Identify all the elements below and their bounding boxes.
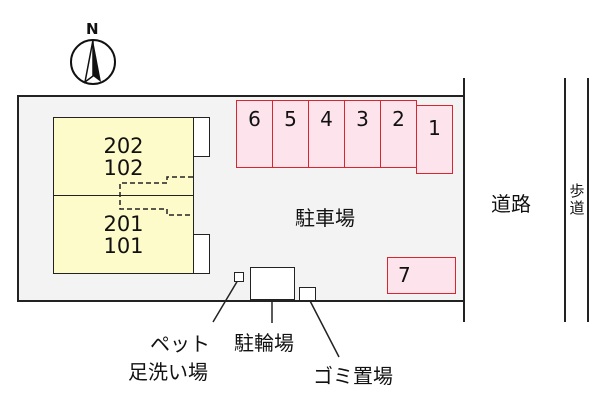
compass-north-label: N <box>86 20 99 38</box>
parking-spot-3: 3 <box>344 100 381 168</box>
bicycle-parking <box>250 267 295 300</box>
leader-line-garbage <box>306 294 340 358</box>
parking-spot-6: 6 <box>236 100 273 168</box>
sidewalk-edge-line <box>564 78 566 322</box>
garbage-area <box>299 287 316 301</box>
unit-number: 201 <box>103 211 144 236</box>
road-label: 道路 <box>491 192 531 216</box>
road-edge-line <box>463 78 465 322</box>
parking-spot-7: 7 <box>387 257 456 294</box>
leader-line-pet <box>212 279 239 323</box>
sidewalk-label: 歩 道 <box>569 182 585 217</box>
pet-wash-label-line2: 足洗い場 <box>128 360 208 384</box>
parking-spot-5: 5 <box>272 100 309 168</box>
compass-arrow-icon <box>70 39 116 85</box>
pet-wash-area <box>234 272 244 282</box>
sidewalk-edge-line <box>587 78 589 322</box>
parking-spot-4: 4 <box>308 100 345 168</box>
compass: N <box>68 20 118 86</box>
unit-number: 102 <box>103 155 144 180</box>
parking-spot-2: 2 <box>380 100 417 168</box>
bicycle-label: 駐輪場 <box>234 331 294 355</box>
unit-number: 202 <box>103 133 144 158</box>
garbage-label: ゴミ置場 <box>313 364 393 388</box>
parking-spot-1: 1 <box>416 105 453 174</box>
unit-number: 101 <box>103 233 144 258</box>
building-unit-lower: 201 101 <box>53 195 194 274</box>
pet-wash-label-line1: ペット <box>150 332 210 356</box>
balcony <box>193 234 210 274</box>
balcony <box>193 117 210 157</box>
parking-label: 駐車場 <box>295 206 355 230</box>
